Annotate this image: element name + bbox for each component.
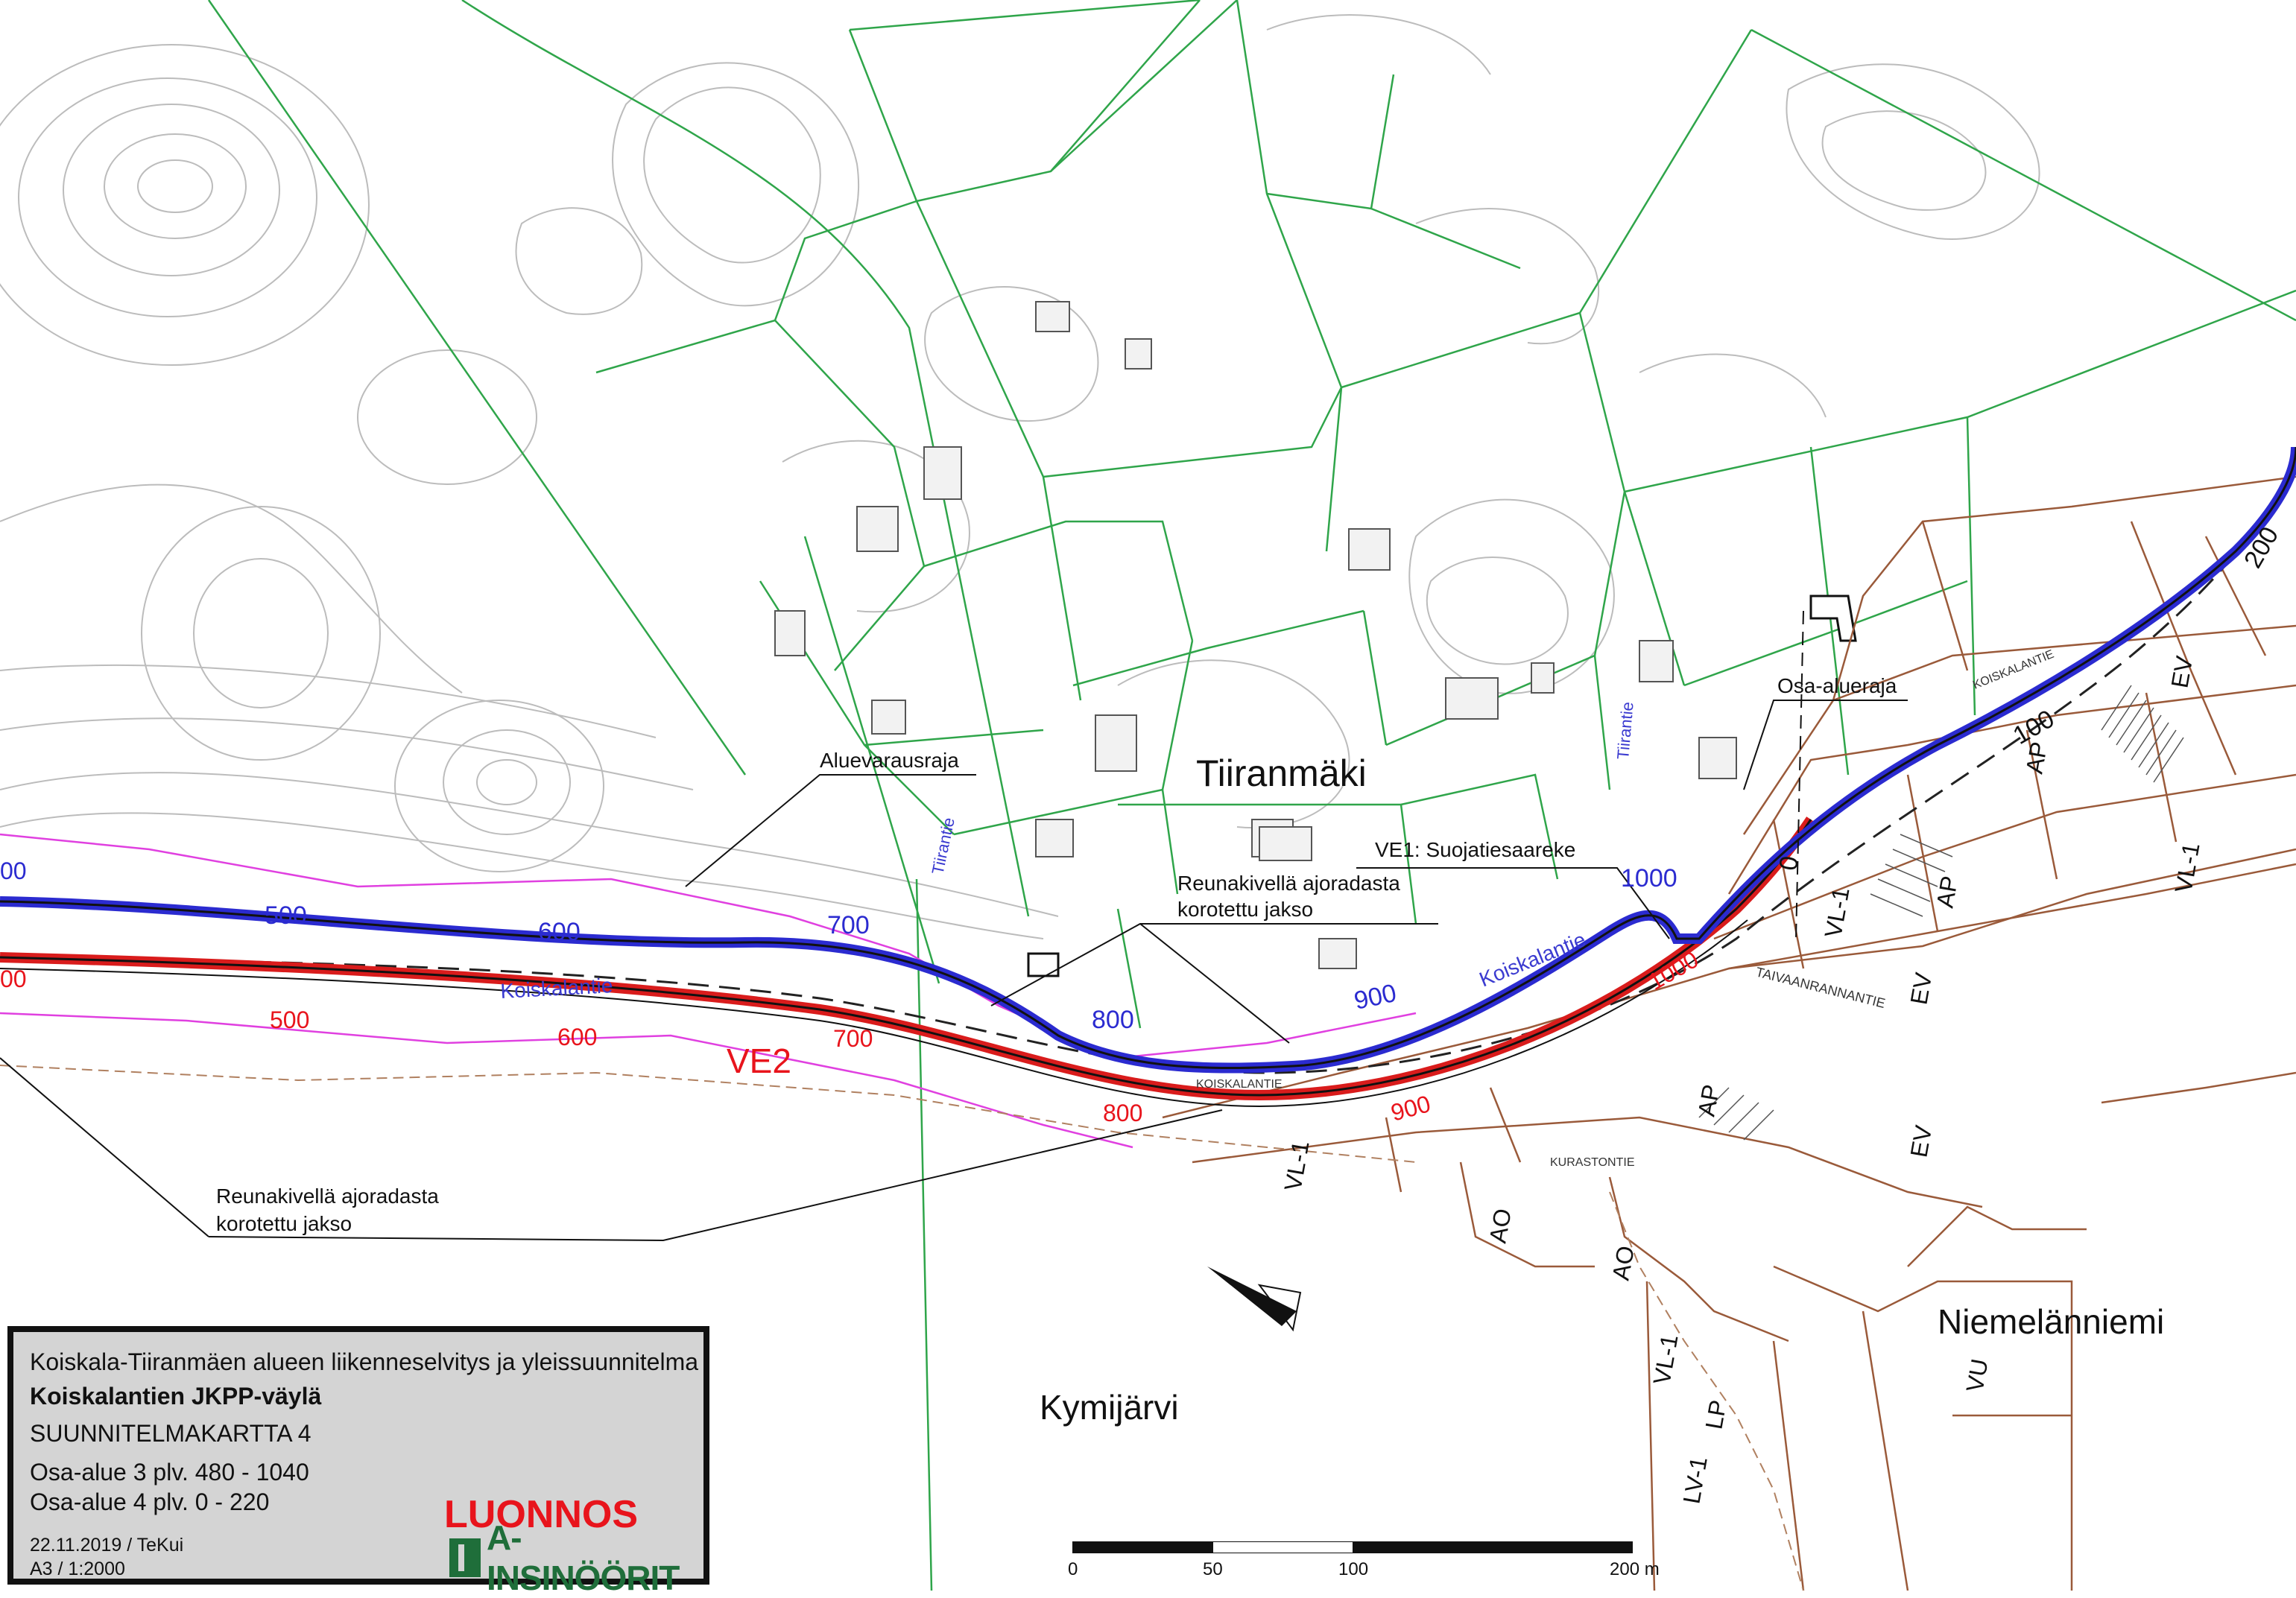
annotation-reunakivi-2-line2: korotettu jakso — [216, 1212, 352, 1235]
zoning-ev-3: EV — [1905, 1123, 1937, 1159]
red-station-edge: 00 — [0, 966, 27, 992]
red-station-800: 800 — [1103, 1100, 1142, 1126]
project-title: Koiskala-Tiiranmäen alueen liikenneselvi… — [30, 1348, 699, 1375]
property-boundaries — [207, 0, 2296, 1591]
scale-tick-0: 0 — [1068, 1559, 1078, 1579]
zoning-vu: VU — [1961, 1357, 1993, 1394]
buildings — [774, 301, 1857, 977]
annotation-reunakivi-1-line1: Reunakivellä ajoradasta — [1177, 872, 1400, 895]
red-station-labels: 00 500 600 700 800 900 1000 — [0, 945, 1703, 1126]
zoning-lp: LP — [1700, 1398, 1731, 1431]
zoning-vl1-4: VL-1 — [1648, 1332, 1683, 1386]
blue-station-800: 800 — [1092, 1006, 1134, 1034]
blue-station-labels: 00 500 600 700 800 900 1000 100 200 — [0, 522, 2284, 1034]
red-station-500: 500 — [270, 1006, 309, 1033]
place-kymijarvi: Kymijärvi — [1040, 1388, 1179, 1427]
red-station-600: 600 — [557, 1024, 597, 1050]
annotation-reunakivi-1-line2: korotettu jakso — [1177, 898, 1313, 921]
zoning-ao-1: AO — [1484, 1206, 1516, 1245]
zoning-vl1-3: VL-1 — [1279, 1138, 1314, 1193]
detailed-plan-area — [1162, 475, 2296, 1591]
annotation-leaders — [0, 610, 1908, 1242]
area-3-range: Osa-alue 3 plv. 480 - 1040 — [30, 1459, 309, 1486]
zoning-ap-1: AP — [2020, 740, 2052, 776]
blue-station-900: 900 — [1352, 979, 1399, 1015]
zoning-vl1-2: VL-1 — [2169, 840, 2204, 895]
road-koiskalantie — [0, 461, 2296, 1074]
slope-hatching — [1698, 685, 2184, 1141]
scale-tick-100: 100 — [1338, 1559, 1368, 1579]
road-label-kurastontie: KURASTONTIE — [1550, 1156, 1635, 1169]
paper-scale: A3 / 1:2000 — [30, 1559, 125, 1579]
annotation-ve1: VE1: Suojatiesaareke — [1375, 838, 1575, 861]
area-4-range: Osa-alue 4 plv. 0 - 220 — [30, 1488, 270, 1515]
annotation-aluevarausraja: Aluevarausraja — [820, 749, 959, 772]
place-niemelanniemi: Niemelänniemi — [1938, 1302, 2164, 1341]
zoning-ev-2: EV — [1905, 970, 1937, 1006]
road-label-tiirantie-1: Tiirantie — [928, 816, 958, 876]
zoning-ao-2: AO — [1607, 1243, 1639, 1282]
annotation-ve2: VE2 — [727, 1041, 791, 1080]
annotation-reunakivi-2-line1: Reunakivellä ajoradasta — [216, 1185, 439, 1208]
road-label-taivaanrannantie: TAIVAANRANNANTIE — [1754, 964, 1887, 1011]
ve1-alignment — [0, 446, 2296, 1074]
logo-mark-icon — [449, 1538, 481, 1577]
logo-text: A-INSINÖÖRIT — [487, 1518, 680, 1597]
road-label-koiskalantie-1: Koiskalantie — [500, 974, 613, 1003]
blue-station-edge: 00 — [0, 857, 27, 884]
scale-bar-labels: 0 50 100 200 m — [1068, 1559, 1660, 1579]
project-subtitle: Koiskalantien JKPP-väylä — [30, 1383, 322, 1410]
blue-station-1000: 1000 — [1621, 864, 1677, 892]
blue-station-600: 600 — [538, 918, 581, 946]
road-label-koiskalantie-caps-1: KOISKALANTIE — [1196, 1078, 1283, 1091]
annotation-osa-alueraja: Osa-alueraja — [1777, 674, 1897, 697]
title-block: Koiskala-Tiiranmäen alueen liikenneselvi… — [7, 1326, 709, 1597]
zoning-ap-3: AP — [1692, 1082, 1724, 1118]
blue-station-500: 500 — [265, 901, 307, 930]
lake-shoreline — [0, 1065, 1804, 1591]
zoning-ap-2: AP — [1931, 874, 1963, 910]
date-author: 22.11.2019 / TeKui — [30, 1535, 184, 1556]
road-label-tiirantie-2: Tiirantie — [1613, 701, 1637, 760]
draft-status: LUONNOS — [444, 1493, 638, 1536]
sheet-name: SUUNNITELMAKARTTA 4 — [30, 1420, 311, 1447]
red-station-700: 700 — [833, 1025, 873, 1052]
zoning-lv1: LV-1 — [1677, 1454, 1712, 1506]
blue-station-200: 200 — [2239, 522, 2284, 573]
area-reservation-lines — [0, 833, 1417, 1149]
scale-bar — [1072, 1541, 1633, 1553]
red-station-900: 900 — [1388, 1090, 1433, 1126]
blue-station-700: 700 — [827, 911, 870, 939]
place-tiiranmaki: Tiiranmäki — [1196, 752, 1367, 794]
scale-tick-200: 200 m — [1610, 1559, 1660, 1579]
zoning-vl1-1: VL-1 — [1819, 885, 1854, 939]
north-arrow-icon — [1207, 1266, 1302, 1332]
company-logo: A-INSINÖÖRIT — [449, 1518, 703, 1597]
terrain-contours — [0, 14, 2040, 939]
scale-tick-50: 50 — [1203, 1559, 1223, 1579]
zoning-ev-1: EV — [2166, 653, 2198, 690]
